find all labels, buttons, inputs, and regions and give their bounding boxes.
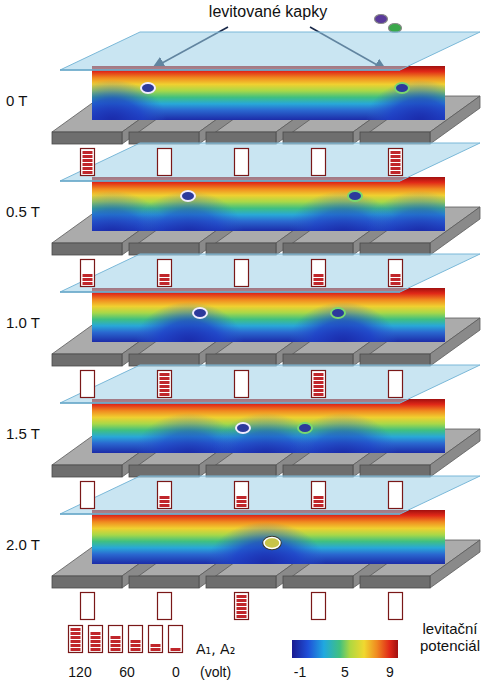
color-bar (292, 640, 398, 658)
droplet (236, 423, 250, 433)
droplet (331, 308, 345, 318)
unit-label: (volt) (200, 664, 231, 680)
droplet (348, 191, 362, 201)
droplet-icon (375, 15, 388, 24)
droplet-icon (389, 24, 402, 33)
voltage-value: 120 (68, 664, 91, 680)
droplet (298, 423, 312, 433)
potential-field (92, 399, 445, 453)
potential-field (92, 177, 445, 231)
field-label: 1.5 T (6, 425, 40, 442)
scale-value: 9 (386, 664, 394, 680)
field-label: 0 T (6, 92, 27, 109)
field-label: 0.5 T (6, 203, 40, 220)
voltage-value: 60 (119, 664, 135, 680)
field-label: 1.0 T (6, 314, 40, 331)
droplet (141, 83, 155, 93)
droplet (395, 83, 409, 93)
scale-value: 5 (341, 664, 349, 680)
droplet (181, 191, 195, 201)
voltage-value: 0 (172, 664, 180, 680)
voltage-name: A₁, A₂ (196, 641, 235, 657)
scale-value: -1 (294, 664, 306, 680)
droplet-outline (264, 538, 280, 549)
potential-field (92, 510, 445, 564)
droplet (193, 308, 207, 318)
merged-droplet (264, 538, 280, 549)
potential-field (92, 66, 445, 120)
field-label: 2.0 T (6, 536, 40, 553)
legend-title: levitační potenciál (408, 620, 492, 655)
potential-field (92, 288, 445, 342)
voltage-scale (69, 626, 183, 653)
callout-label: levitované kapky (209, 3, 327, 21)
panel (52, 476, 480, 610)
voltage-icons (81, 149, 403, 620)
